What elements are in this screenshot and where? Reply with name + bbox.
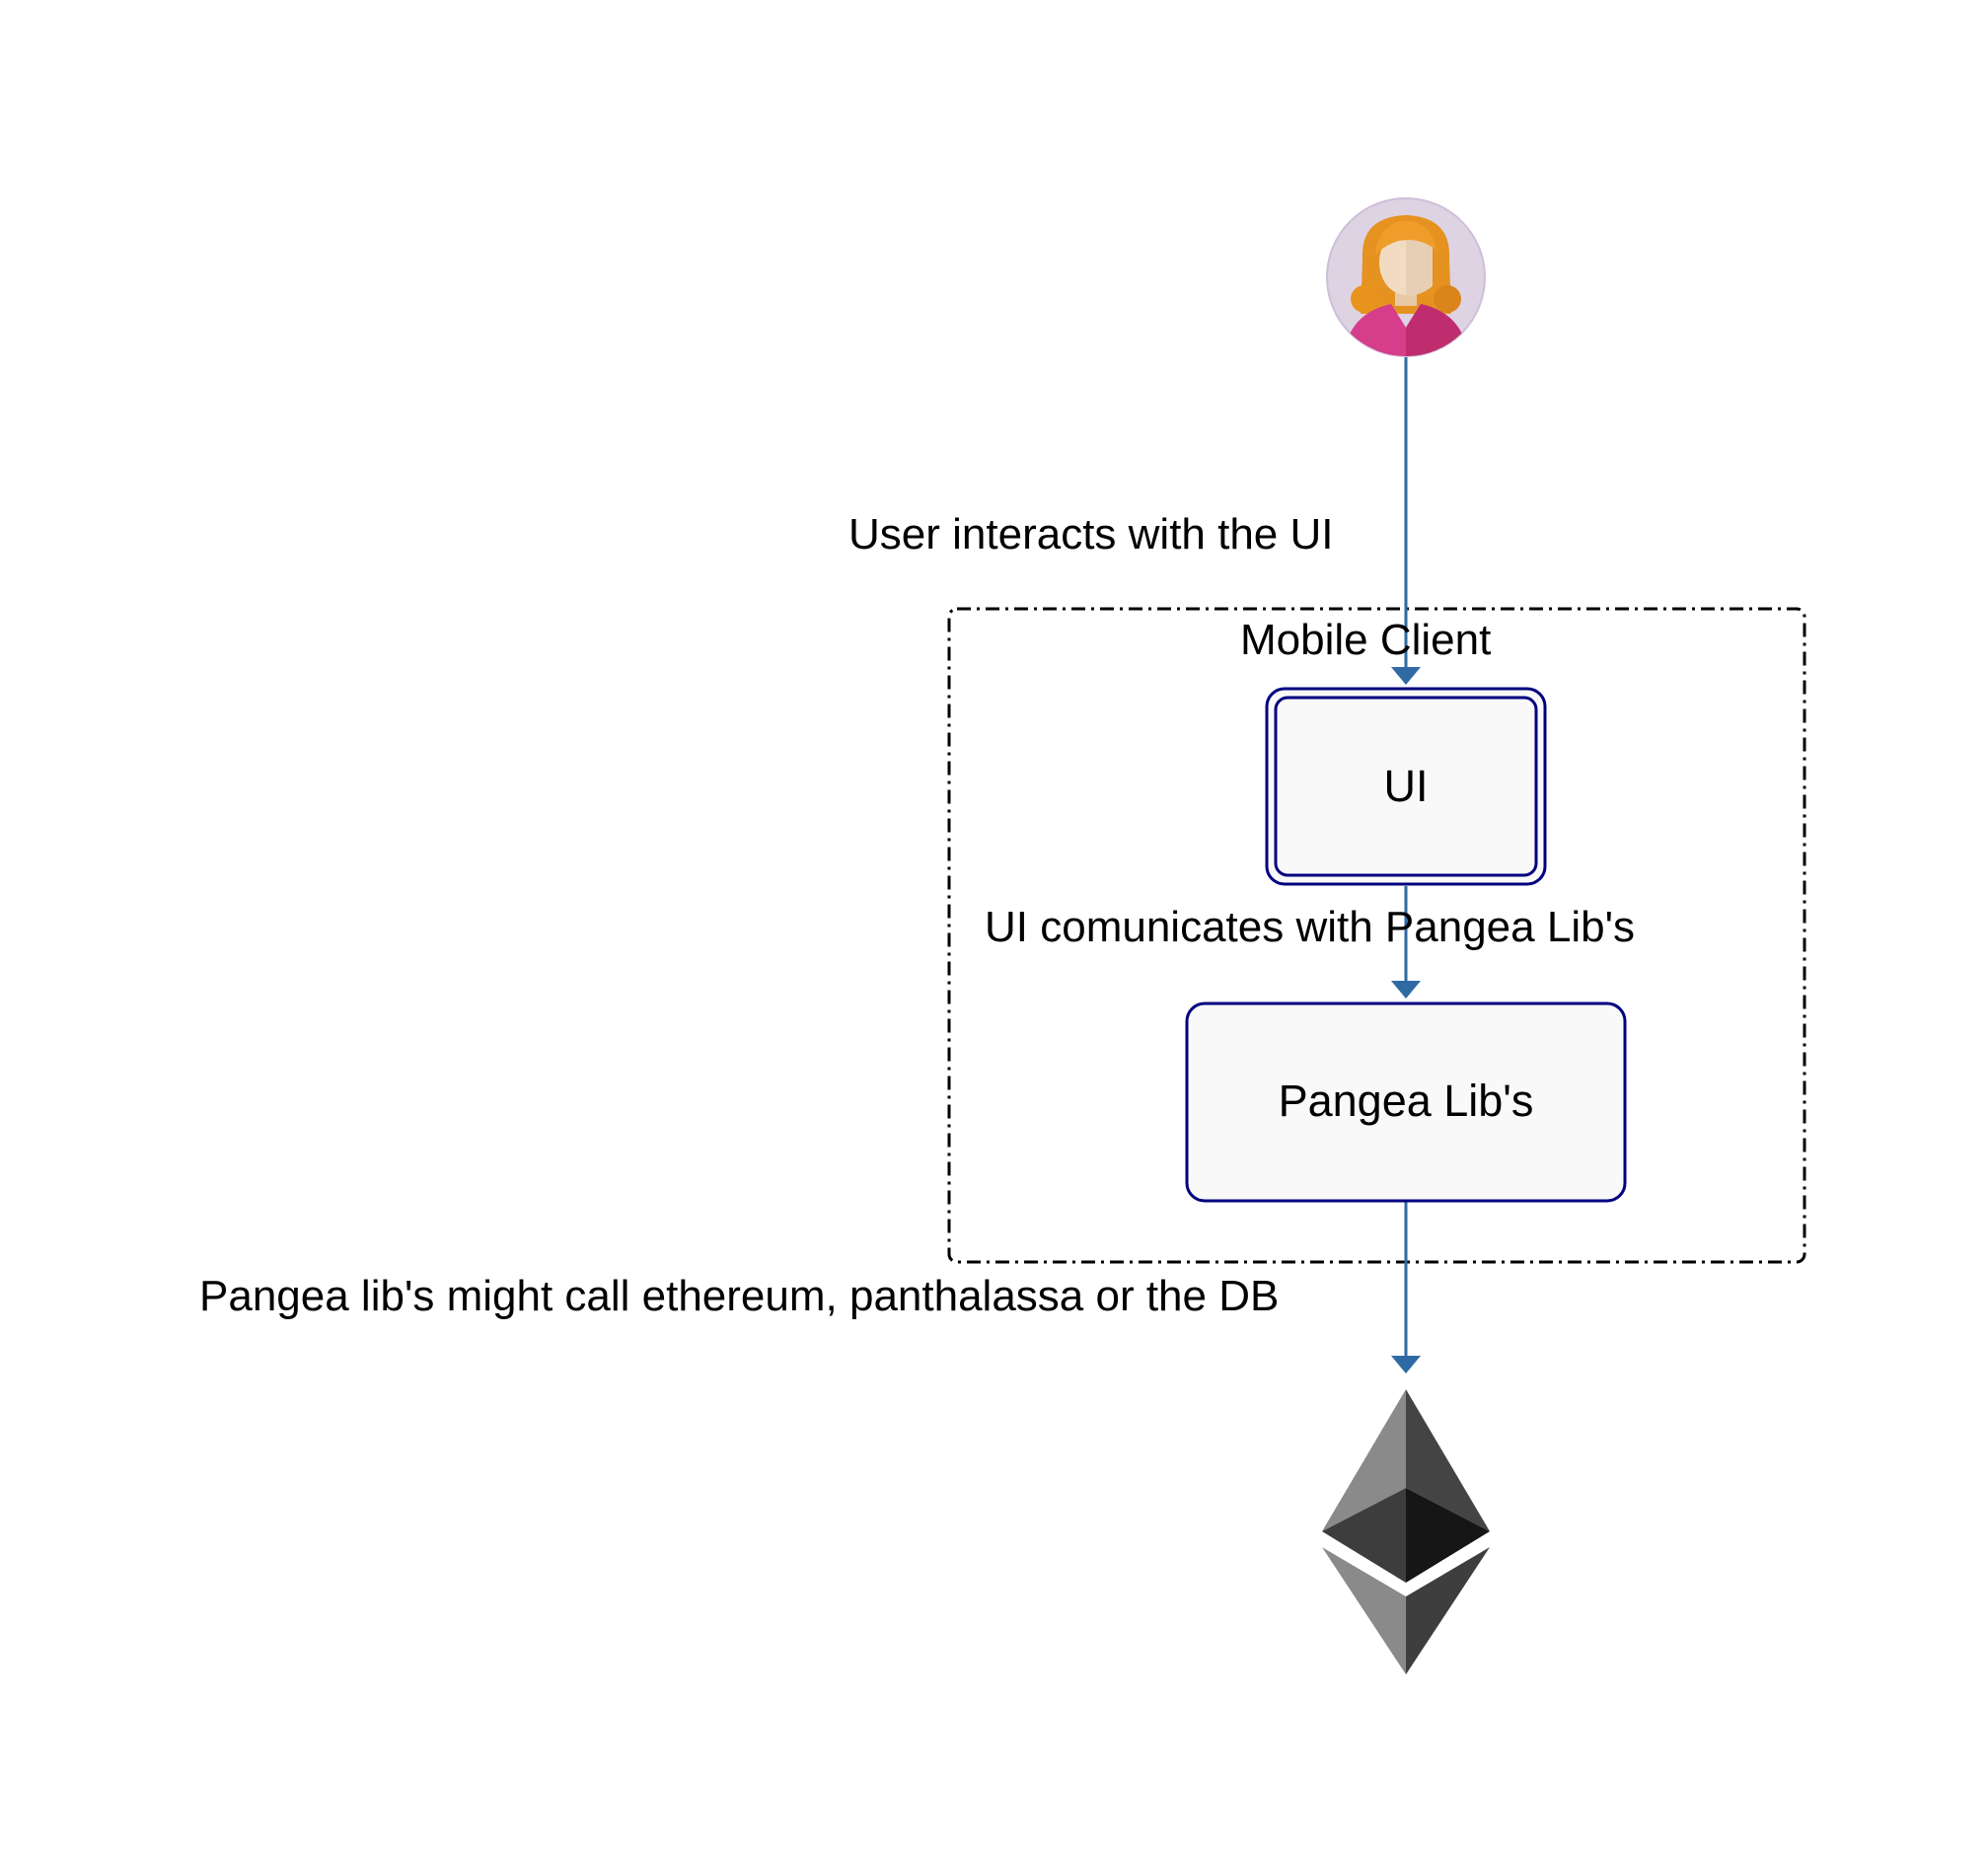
arrowhead-libs-to-ethereum	[1391, 1356, 1421, 1373]
pangea-libs-node[interactable]: Pangea Lib's	[1185, 1002, 1627, 1203]
mobile-client-group-title: Mobile Client	[1240, 616, 1492, 664]
female-user-avatar-icon	[1326, 197, 1486, 357]
ui-node[interactable]: UI	[1265, 687, 1547, 886]
ui-node-label: UI	[1384, 761, 1429, 811]
ui-node-outer-border	[1265, 687, 1547, 886]
pangea-libs-node-border	[1185, 1002, 1627, 1203]
ethereum-logo-icon	[1322, 1389, 1490, 1674]
mobile-client-group-border	[947, 607, 1806, 1264]
arrowhead-user-to-ui	[1391, 667, 1421, 685]
edge-label-ui-to-libs: UI comunicates with Pangea Lib's	[985, 903, 1635, 951]
arrowhead-ui-to-libs	[1391, 981, 1421, 999]
edge-label-user-to-ui: User interacts with the UI	[848, 510, 1334, 558]
edge-label-libs-to-ethereum: Pangea lib's might call ethereum, pantha…	[199, 1272, 1280, 1320]
ui-node-inner-border	[1274, 696, 1538, 877]
pangea-libs-node-label: Pangea Lib's	[1279, 1076, 1534, 1126]
